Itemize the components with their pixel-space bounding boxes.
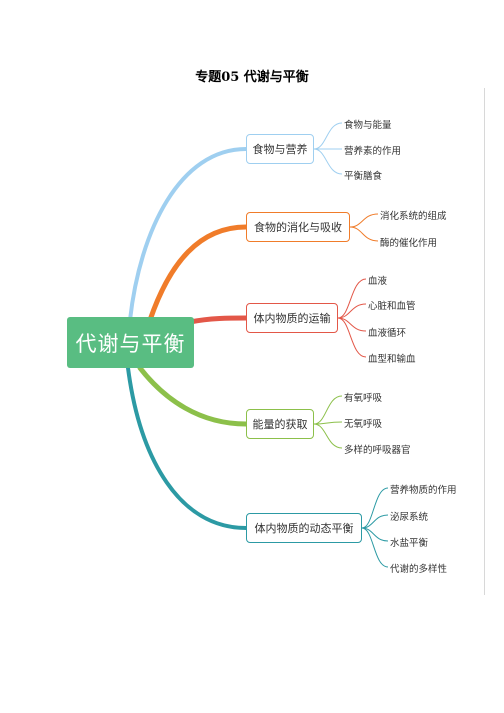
leaf-balanced-diet[interactable]: 平衡膳食 xyxy=(344,171,383,182)
connector-branch-0 xyxy=(128,147,248,322)
leaf-metabolism-diversity[interactable]: 代谢的多样性 xyxy=(390,564,448,575)
branch-node-balance[interactable]: 体内物质的动态平衡 xyxy=(246,513,362,543)
leaf-blood-type[interactable]: 血型和输血 xyxy=(368,354,416,365)
connector-branch-4 xyxy=(126,366,248,530)
leaf-connector xyxy=(337,317,367,358)
leaf-connector xyxy=(337,278,367,319)
connector-branch-1 xyxy=(147,224,249,323)
leaf-nutrient-role[interactable]: 营养素的作用 xyxy=(344,146,402,157)
page-edge-rule xyxy=(484,88,485,595)
leaf-connector xyxy=(313,423,343,449)
leaf-connector xyxy=(361,514,389,529)
leaf-connector xyxy=(337,303,367,319)
leaf-anaerobic[interactable]: 无氧呼吸 xyxy=(344,419,383,430)
branch-node-digestion[interactable]: 食物的消化与吸收 xyxy=(246,212,350,242)
connector-branch-3 xyxy=(137,365,249,427)
leaf-connector xyxy=(313,122,343,150)
leaf-enzyme[interactable]: 酶的催化作用 xyxy=(380,238,438,249)
leaf-respiratory-organs[interactable]: 多样的呼吸器官 xyxy=(344,445,411,456)
leaf-aerobic[interactable]: 有氧呼吸 xyxy=(344,393,383,404)
leaf-connector xyxy=(313,148,343,175)
connector-branch-2 xyxy=(187,315,249,325)
branch-node-nutrition[interactable]: 食物与营养 xyxy=(246,134,314,164)
leaf-connector xyxy=(361,487,389,529)
leaf-connector xyxy=(313,395,343,425)
leaf-heart-vessels[interactable]: 心脏和血管 xyxy=(368,301,416,312)
leaf-connector xyxy=(349,226,379,242)
leaf-connectors xyxy=(313,122,389,568)
leaf-connector xyxy=(361,527,389,568)
leaf-connector xyxy=(349,213,379,228)
leaf-blood[interactable]: 血液 xyxy=(368,276,388,287)
page-title: 专题05 代谢与平衡 xyxy=(195,70,309,85)
leaf-digestive-system[interactable]: 消化系统的组成 xyxy=(380,211,447,222)
leaf-water-salt[interactable]: 水盐平衡 xyxy=(390,538,429,549)
leaf-circulation[interactable]: 血液循环 xyxy=(368,328,407,339)
root-node[interactable]: 代谢与平衡 xyxy=(67,317,194,368)
leaf-urinary-system[interactable]: 泌尿系统 xyxy=(390,512,429,523)
branch-node-transport[interactable]: 体内物质的运输 xyxy=(246,303,338,333)
leaf-food-energy[interactable]: 食物与能量 xyxy=(344,120,392,131)
branch-node-energy[interactable]: 能量的获取 xyxy=(246,409,314,439)
leaf-nutrient-substances[interactable]: 营养物质的作用 xyxy=(390,485,457,496)
